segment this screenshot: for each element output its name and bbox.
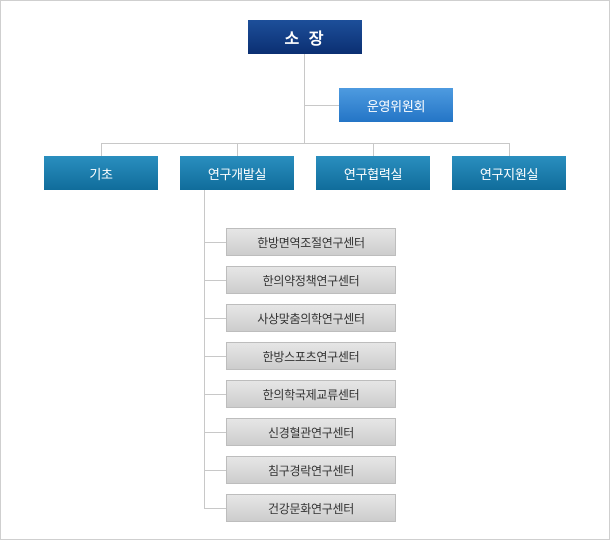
center-branch-line <box>204 508 226 509</box>
dept-box-research-development: 연구개발실 <box>180 156 294 190</box>
center-box: 한방면역조절연구센터 <box>226 228 396 256</box>
center-branch-line <box>204 470 226 471</box>
dept-drop-line-3 <box>373 143 374 156</box>
center-branch-line <box>204 280 226 281</box>
center-branch-line <box>204 394 226 395</box>
center-box: 침구경락연구센터 <box>226 456 396 484</box>
dept-drop-line-2 <box>237 143 238 156</box>
center-branch-line <box>204 242 226 243</box>
committee-box: 운영위원회 <box>339 88 453 122</box>
center-spine-line <box>204 190 205 508</box>
dept-drop-line-4 <box>509 143 510 156</box>
center-box: 건강문화연구센터 <box>226 494 396 522</box>
center-branch-line <box>204 432 226 433</box>
center-box: 사상맞춤의학연구센터 <box>226 304 396 332</box>
center-box: 신경혈관연구센터 <box>226 418 396 446</box>
trunk-line <box>304 54 305 143</box>
dept-box-research-cooperation: 연구협력실 <box>316 156 430 190</box>
center-branch-line <box>204 318 226 319</box>
center-box: 한의학국제교류센터 <box>226 380 396 408</box>
dept-drop-line-1 <box>101 143 102 156</box>
center-branch-line <box>204 356 226 357</box>
committee-branch-line <box>304 105 339 106</box>
center-box: 한방스포츠연구센터 <box>226 342 396 370</box>
center-box: 한의약정책연구센터 <box>226 266 396 294</box>
director-box: 소 장 <box>248 20 362 54</box>
dept-box-basic: 기초 <box>44 156 158 190</box>
department-bus-line <box>101 143 509 144</box>
dept-box-research-support: 연구지원실 <box>452 156 566 190</box>
